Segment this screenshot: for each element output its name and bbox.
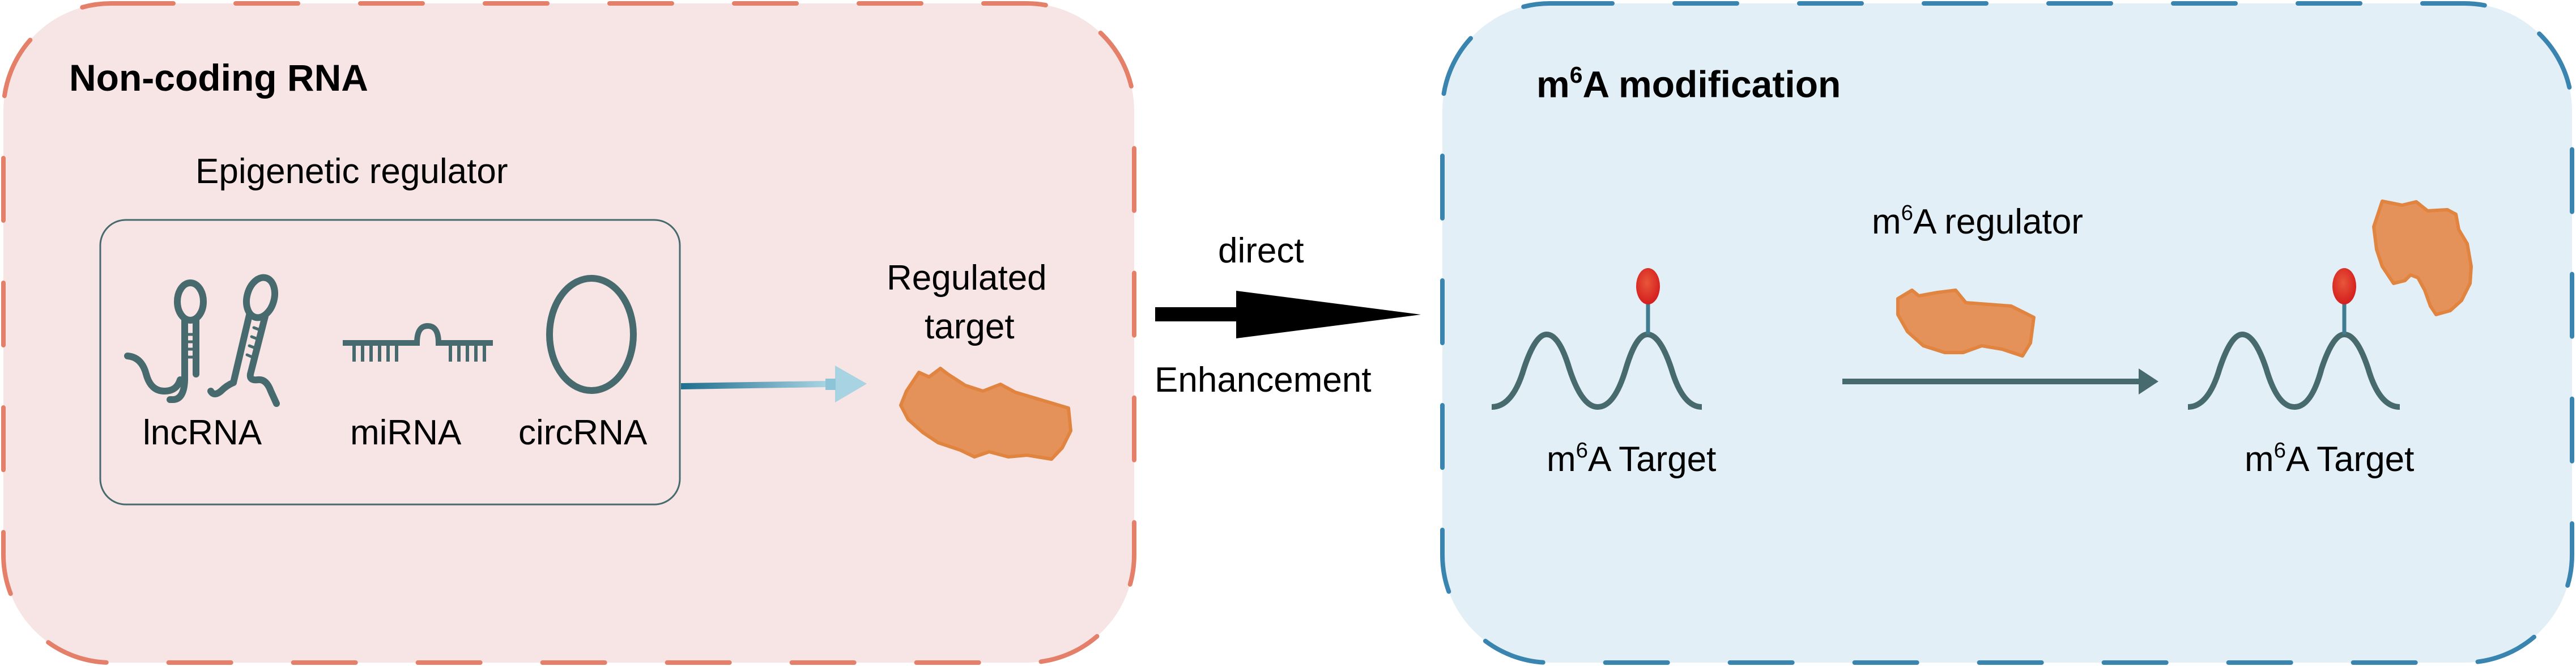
non-coding-rna-title: Non-coding RNA — [69, 57, 368, 99]
m6a-reader-protein-bound-icon — [2372, 200, 2473, 316]
m6a-target-label-left: m6A Target — [1547, 438, 1717, 479]
lncrna-label: lncRNA — [143, 413, 262, 452]
regulated-target-protein-icon — [899, 367, 1072, 461]
direct-label: direct — [1218, 231, 1304, 270]
m6a-modification-title: m6A modification — [1536, 62, 1841, 105]
binding-arrow — [1842, 368, 2158, 394]
enhancement-label: Enhancement — [1155, 360, 1372, 400]
m6a-regulator-protein-icon — [1896, 289, 2036, 358]
m6a-target-label-right: m6A Target — [2245, 438, 2415, 479]
regulated-target-label-line2: target — [925, 307, 1015, 346]
regulates-arrow — [681, 366, 867, 402]
non-coding-rna-panel — [1, 1, 1136, 665]
m6a-methyl-mark-bound-icon — [2332, 268, 2356, 304]
mirna-duplex-icon — [343, 323, 493, 362]
mirna-label: miRNA — [350, 413, 462, 452]
m6a-regulator-label: m6A regulator — [1872, 201, 2083, 241]
direct-enhancement-arrow — [1155, 291, 1421, 338]
m6a-methyl-mark-icon — [1636, 268, 1660, 304]
circrna-label: circRNA — [518, 413, 648, 452]
lncrna-hairpin-icon — [124, 274, 280, 407]
regulated-target-label-line1: Regulated — [887, 258, 1047, 298]
epigenetic-regulator-label: Epigenetic regulator — [195, 152, 508, 191]
circrna-ring-icon — [546, 275, 637, 394]
epigenetic-regulator-box — [99, 219, 681, 506]
